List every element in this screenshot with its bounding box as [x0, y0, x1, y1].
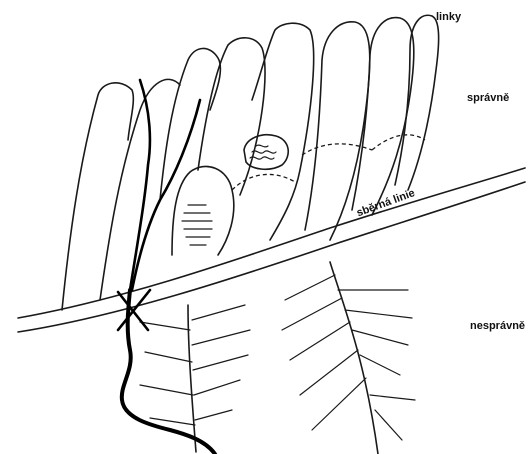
branches-right-b	[282, 275, 366, 430]
strip-4	[198, 38, 265, 195]
hatch-lines	[182, 205, 212, 245]
branches-right-c	[370, 395, 415, 440]
front-strip	[172, 166, 234, 255]
branches-left-b	[140, 322, 195, 425]
strip-2-left	[100, 79, 180, 300]
lower-trunk-2	[330, 262, 378, 454]
strip-5	[252, 23, 314, 240]
strip-3	[160, 48, 220, 200]
strip-7	[352, 18, 414, 215]
collection-line-bottom	[18, 182, 525, 332]
vessel-upper-right	[132, 100, 200, 290]
strip-1	[62, 83, 133, 310]
hatched-area	[182, 205, 212, 245]
collection-line-top	[18, 168, 525, 318]
branches-left-a	[192, 305, 250, 420]
branches-right-a	[338, 290, 412, 375]
label-nespravne: nesprávně	[470, 320, 525, 332]
strip-8	[395, 15, 439, 190]
lower-trunk-1	[188, 305, 196, 452]
label-linky: linky	[436, 11, 461, 23]
upper-strips	[62, 15, 439, 310]
dashed-line-1	[232, 174, 295, 190]
collection-line	[18, 168, 525, 332]
lower-branches	[140, 262, 415, 454]
label-spravne: správně	[467, 92, 509, 104]
